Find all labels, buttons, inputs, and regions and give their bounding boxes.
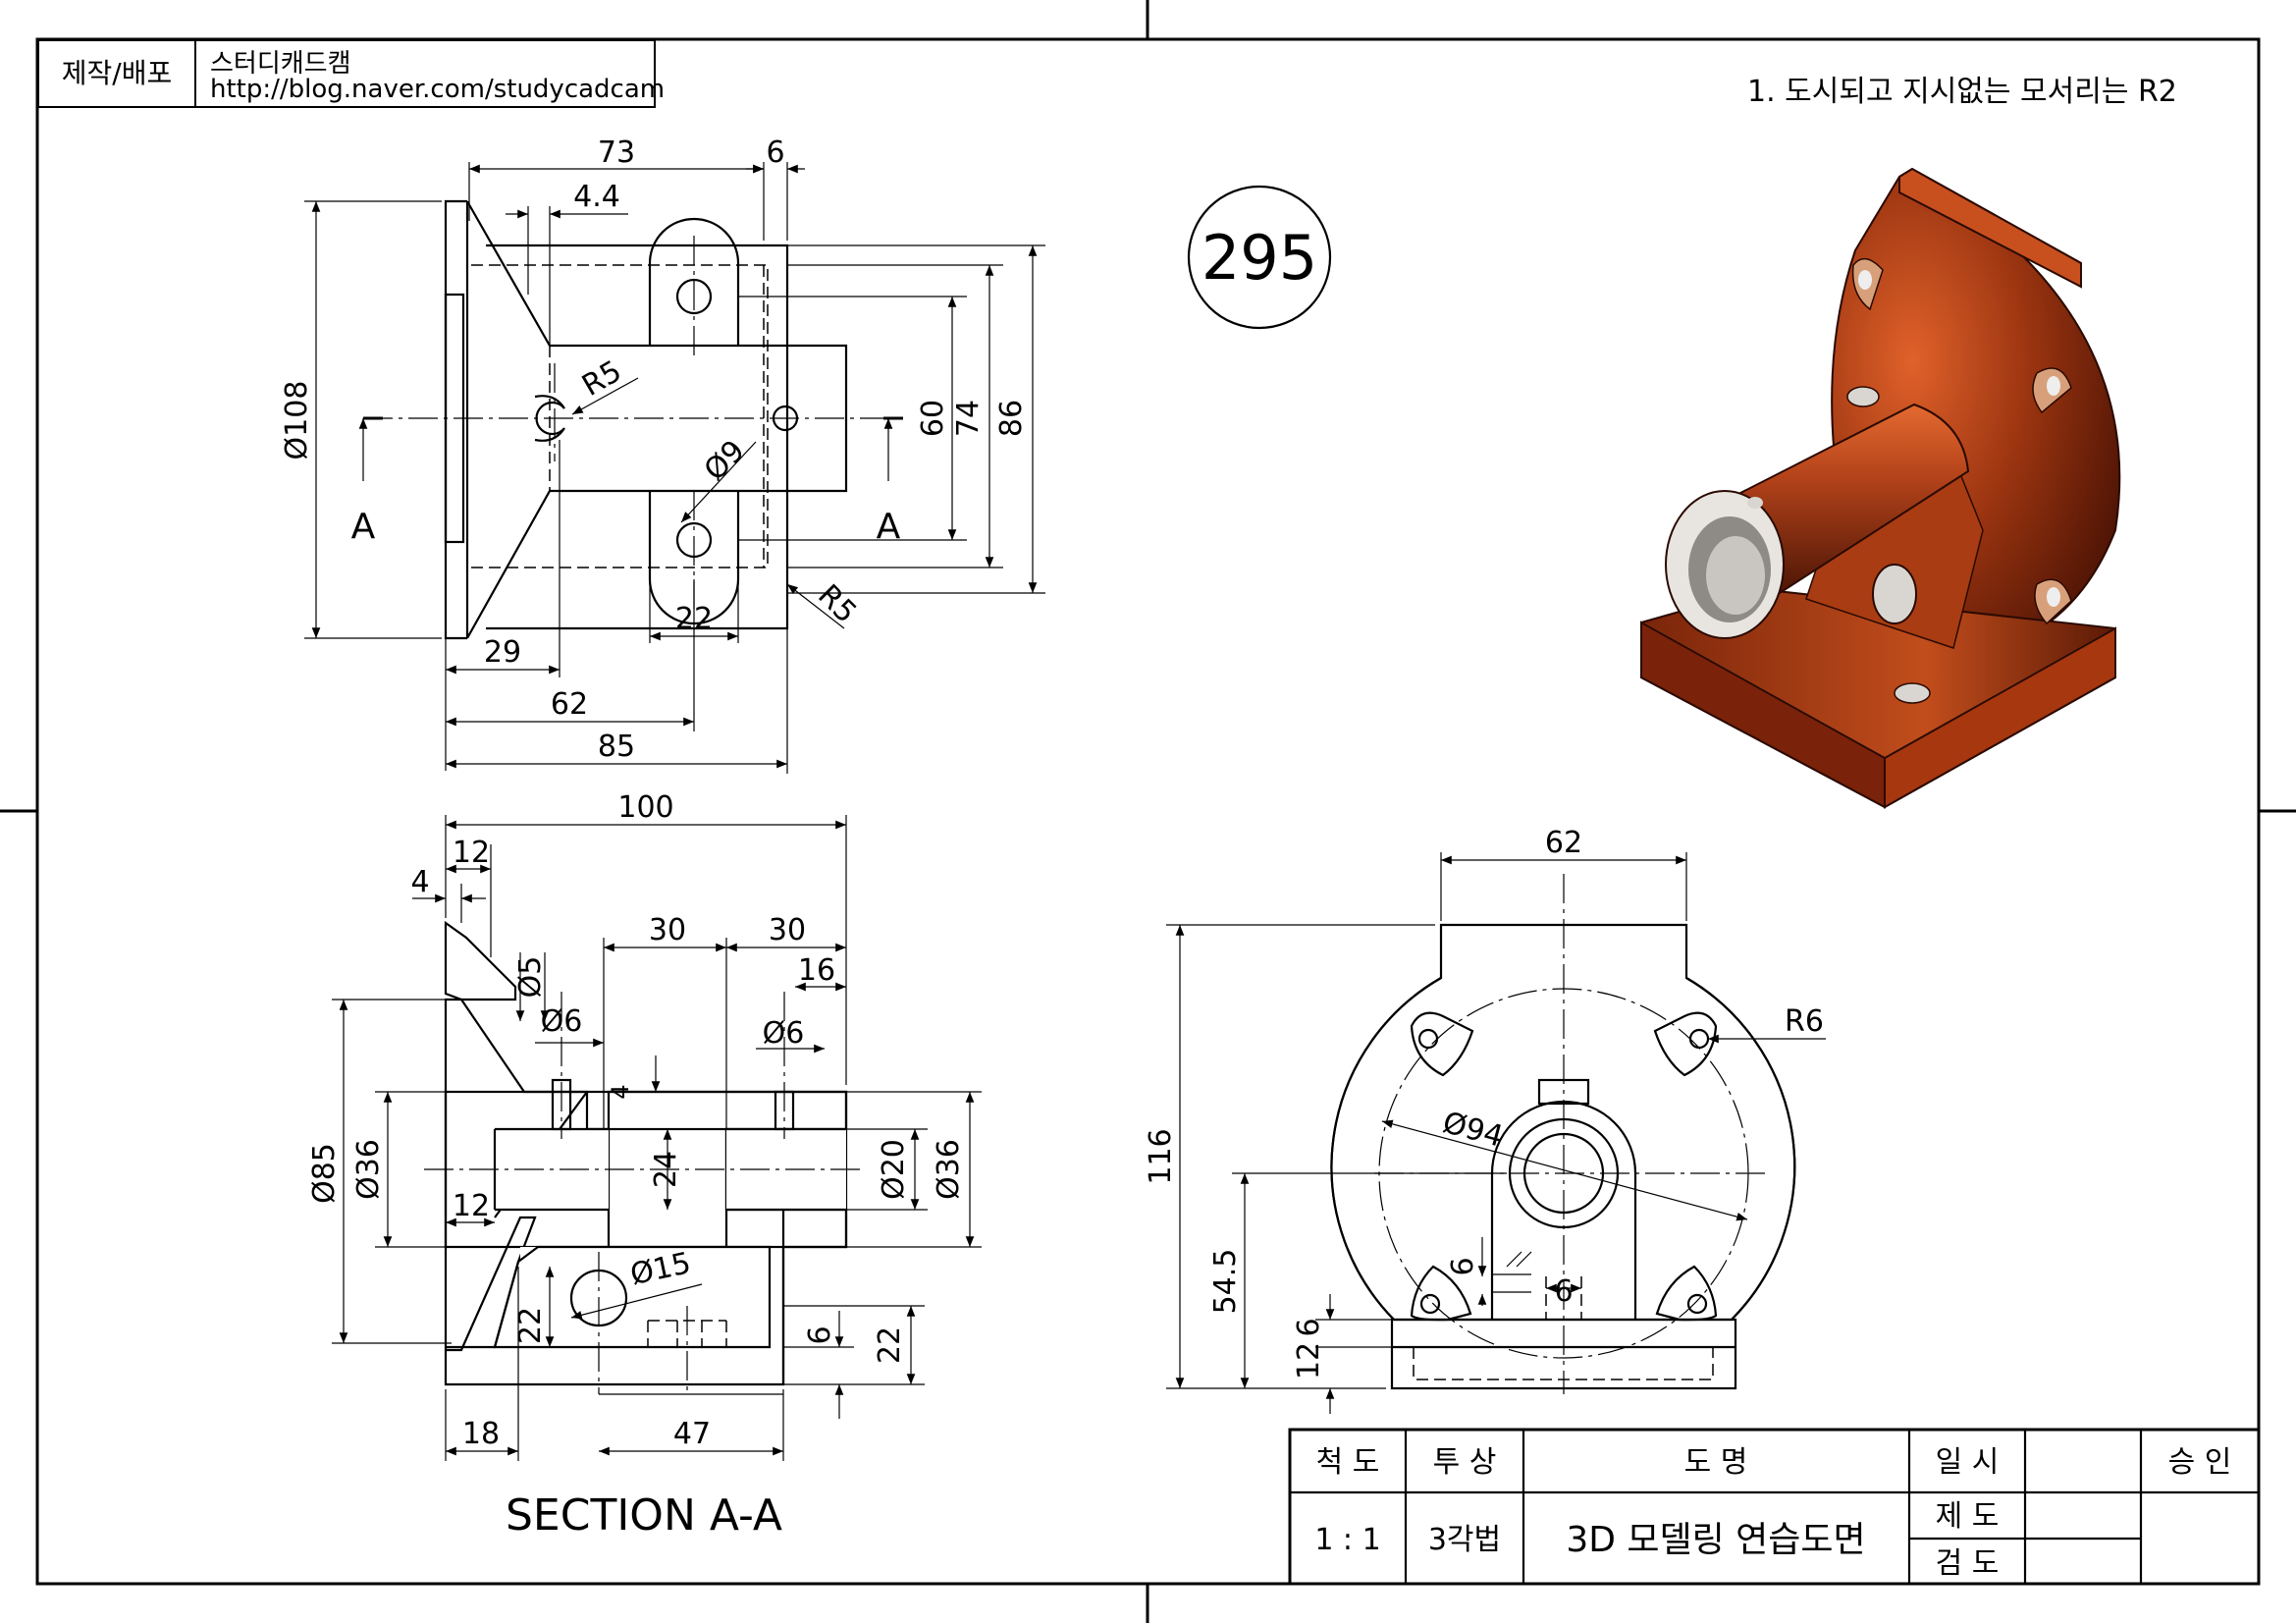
sec-dim-12-top: 12 bbox=[453, 836, 490, 870]
title-projection-label: 투 상 bbox=[1433, 1445, 1497, 1480]
front-dim-54-5: 54.5 bbox=[1208, 1249, 1243, 1315]
header-author: 스터디캐드캠 bbox=[210, 49, 351, 79]
sec-dim-24: 24 bbox=[649, 1151, 683, 1188]
general-note: 1. 도시되고 지시없는 모서리는 R2 bbox=[1747, 75, 2177, 109]
dim-74: 74 bbox=[951, 400, 986, 437]
title-name-label: 도 명 bbox=[1684, 1445, 1748, 1480]
dim-dia9: Ø9 bbox=[698, 434, 752, 488]
top-view: A A 73 6 4.4 R5 Ø9 Ø108 60 74 86 bbox=[280, 135, 1045, 774]
dim-73: 73 bbox=[598, 135, 635, 170]
dim-6: 6 bbox=[766, 135, 784, 170]
front-view: 62 R6 Ø94 116 54.5 6 6 12 6 bbox=[1144, 826, 1826, 1414]
section-title: SECTION A-A bbox=[506, 1490, 782, 1541]
drawing-number-badge: 295 bbox=[1187, 185, 1332, 330]
sec-dim-22-inner: 22 bbox=[513, 1307, 548, 1344]
sec-dim-dia5: Ø5 bbox=[513, 956, 548, 999]
front-dim-12: 12 bbox=[1292, 1342, 1326, 1380]
sec-dim-6: 6 bbox=[803, 1325, 837, 1344]
title-drawn-label: 제 도 bbox=[1936, 1499, 2000, 1534]
dim-r5-corner: R5 bbox=[811, 578, 863, 630]
section-view: 100 12 4 30 30 16 Ø5 Ø6 Ø6 4 Ø85 Ø36 24 bbox=[307, 790, 982, 1541]
sec-dim-4: 4 bbox=[410, 865, 429, 899]
drawing-number: 295 bbox=[1201, 222, 1317, 294]
sec-dim-12-bottom: 12 bbox=[453, 1189, 490, 1223]
sec-dim-dia6a: Ø6 bbox=[541, 1004, 583, 1039]
sec-dim-16: 16 bbox=[798, 953, 835, 988]
sec-dim-18: 18 bbox=[462, 1417, 500, 1451]
sec-dim-dia6b: Ø6 bbox=[763, 1016, 805, 1051]
sec-dim-47: 47 bbox=[673, 1417, 711, 1451]
front-dim-r6: R6 bbox=[1785, 1004, 1824, 1039]
dim-62: 62 bbox=[551, 687, 588, 722]
sec-dim-dia36-right: Ø36 bbox=[932, 1139, 966, 1200]
sec-dim-dia36-left: Ø36 bbox=[351, 1139, 386, 1200]
section-label-right: A bbox=[877, 507, 901, 547]
title-drawing-name: 3D 모델링 연습도면 bbox=[1566, 1520, 1865, 1560]
header-box: 제작/배포 스터디캐드캠 http://blog.naver.com/study… bbox=[37, 39, 665, 108]
header-label: 제작/배포 bbox=[39, 41, 196, 106]
title-approve-label: 승 인 bbox=[2168, 1445, 2232, 1480]
title-checked-label: 검 도 bbox=[1936, 1546, 2000, 1581]
dim-4-4: 4.4 bbox=[573, 180, 620, 214]
front-dim-6-horiz: 6 bbox=[1554, 1274, 1573, 1309]
dim-dia108: Ø108 bbox=[280, 381, 314, 460]
sec-dim-30b: 30 bbox=[769, 913, 806, 947]
header-url: http://blog.naver.com/studycadcam bbox=[210, 75, 666, 104]
dim-60: 60 bbox=[916, 400, 950, 437]
dim-r5-slot: R5 bbox=[576, 354, 627, 404]
front-dim-62: 62 bbox=[1545, 826, 1582, 860]
front-dim-dia94: Ø94 bbox=[1439, 1106, 1507, 1155]
section-label-left: A bbox=[351, 507, 376, 547]
model-3d-render bbox=[1640, 167, 2121, 809]
dim-85: 85 bbox=[598, 730, 635, 764]
sec-dim-dia85: Ø85 bbox=[307, 1143, 342, 1204]
dim-86: 86 bbox=[994, 400, 1029, 437]
sec-dim-dia20: Ø20 bbox=[877, 1139, 911, 1200]
dim-29: 29 bbox=[484, 635, 521, 670]
sec-dim-4-wall: 4 bbox=[607, 1084, 634, 1099]
title-scale-label: 척 도 bbox=[1316, 1445, 1380, 1480]
title-scale-value: 1 : 1 bbox=[1314, 1523, 1380, 1557]
sec-dim-22-right: 22 bbox=[873, 1326, 907, 1364]
title-block: 척 도 투 상 도 명 일 시 승 인 1 : 1 3각법 3D 모델링 연습도… bbox=[1288, 1428, 2261, 1586]
title-projection-value: 3각법 bbox=[1428, 1523, 1501, 1557]
sec-dim-30a: 30 bbox=[649, 913, 686, 947]
sec-dim-100: 100 bbox=[617, 790, 673, 825]
title-date-label: 일 시 bbox=[1936, 1445, 2000, 1480]
front-dim-116: 116 bbox=[1144, 1128, 1178, 1184]
front-dim-6-vert: 6 bbox=[1446, 1257, 1480, 1275]
front-dim-6-base: 6 bbox=[1292, 1318, 1326, 1336]
